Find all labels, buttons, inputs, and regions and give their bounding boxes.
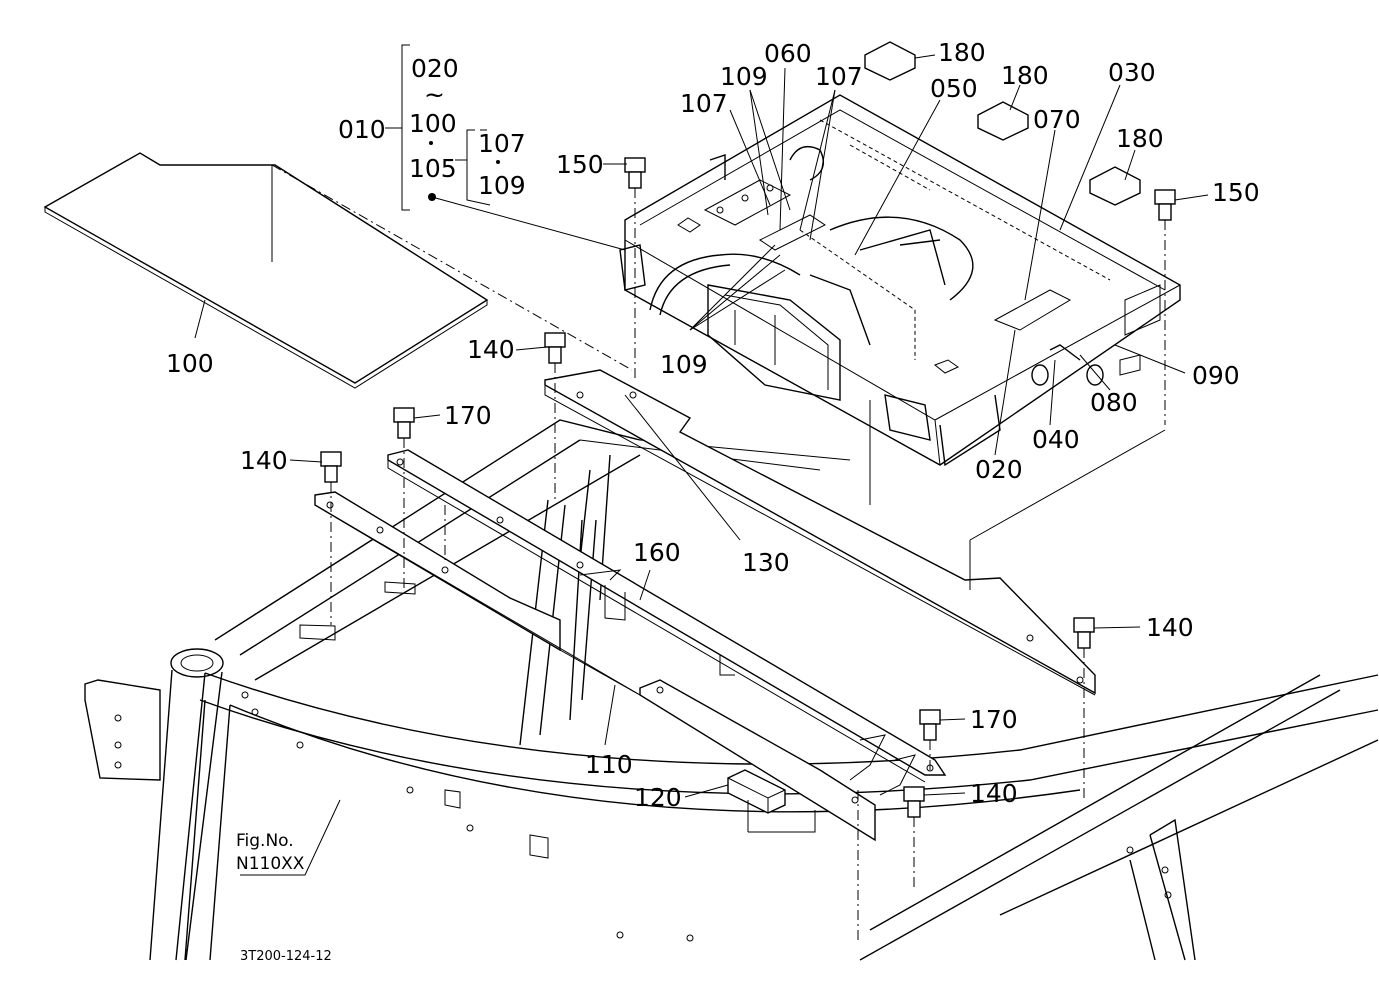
frame-structure xyxy=(84,419,1379,961)
label-070: 070 xyxy=(1033,105,1081,134)
fig-no-label: Fig.No. xyxy=(236,831,294,851)
label-040: 040 xyxy=(1032,425,1080,454)
bracket-110 xyxy=(314,491,876,842)
plate-100 xyxy=(43,152,633,389)
label-140-bottom: 140 xyxy=(970,779,1018,808)
label-140-right: 140 xyxy=(1146,613,1194,642)
label-107-a: 107 xyxy=(680,89,728,118)
label-150-right: 150 xyxy=(1212,178,1260,207)
label-080: 080 xyxy=(1090,388,1138,417)
bracket-130 xyxy=(544,369,1096,696)
label-010: 010 xyxy=(338,115,386,144)
label-170-left: 170 xyxy=(444,401,492,430)
label-109-a: 109 xyxy=(720,62,768,91)
bolt-170-right xyxy=(919,709,941,741)
block-120 xyxy=(727,769,786,814)
label-120: 120 xyxy=(634,783,682,812)
label-030: 030 xyxy=(1108,58,1156,87)
label-150-left: 150 xyxy=(556,150,604,179)
label-180-a: 180 xyxy=(938,38,986,67)
label-109-bracket: 109 xyxy=(478,171,526,200)
label-107-b: 107 xyxy=(815,62,863,91)
label-060: 060 xyxy=(764,39,812,68)
label-180-c: 180 xyxy=(1116,124,1164,153)
label-105: 105 xyxy=(409,154,457,183)
leader-lines xyxy=(194,44,1209,876)
label-090: 090 xyxy=(1192,361,1240,390)
label-100-top: 100 xyxy=(409,109,457,138)
bolt-140-left xyxy=(320,451,342,483)
figure-reference: Fig.No. N110XX xyxy=(236,831,305,874)
bracket-160 xyxy=(387,449,947,796)
alignment-lines xyxy=(330,188,1166,940)
label-109-b: 109 xyxy=(660,350,708,379)
bolt-150-right xyxy=(1154,189,1176,221)
label-180-b: 180 xyxy=(1001,61,1049,90)
bolt-150-left xyxy=(624,157,646,189)
bolt-140-right xyxy=(1073,617,1095,649)
label-107-bracket: 107 xyxy=(478,129,526,158)
fig-no-value: N110XX xyxy=(236,854,305,874)
label-100: 100 xyxy=(166,349,214,378)
label-170-right: 170 xyxy=(970,705,1018,734)
label-130: 130 xyxy=(742,548,790,577)
label-140-top: 140 xyxy=(467,335,515,364)
label-050: 050 xyxy=(930,74,978,103)
label-tilde: ~ xyxy=(424,80,445,109)
label-160: 160 xyxy=(633,538,681,567)
label-020-top: 020 xyxy=(411,54,459,83)
label-020: 020 xyxy=(975,455,1023,484)
part-labels: 020 ~ 010 100 105 107 109 100 150 150 10… xyxy=(166,38,1260,812)
label-110: 110 xyxy=(585,750,633,779)
bolt-170-left xyxy=(393,407,415,439)
bolt-140-bottom xyxy=(903,786,925,818)
drawing-code: 3T200-124-12 xyxy=(240,949,332,964)
bolt-140-top xyxy=(544,332,566,364)
label-140-left: 140 xyxy=(240,446,288,475)
bolts xyxy=(320,157,1176,818)
